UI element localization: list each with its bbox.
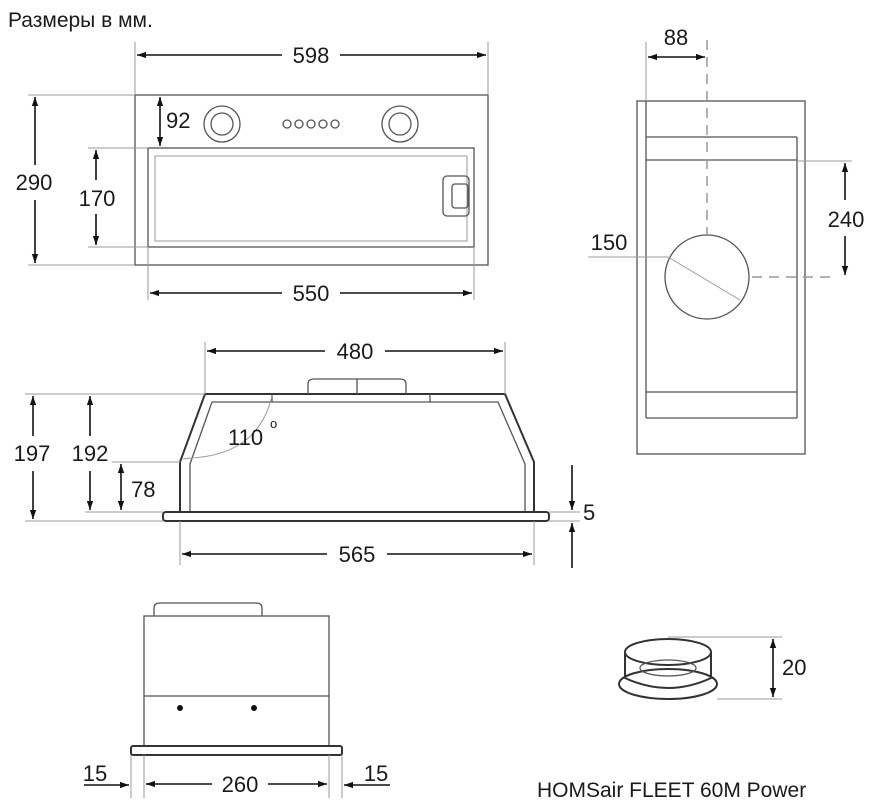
dim-height-body: 192 [72,441,109,466]
dim-panel-height: 92 [166,108,190,133]
control-buttons [282,119,340,129]
dim-filter-height: 170 [79,186,116,211]
dim-filter-width: 550 [293,281,330,306]
dim-height-total: 197 [14,441,51,466]
dim-front-width: 598 [293,43,330,68]
profile-view: 480 110 o 197 192 78 5 565 [14,339,595,568]
dim-bottom-center-width: 260 [222,772,259,797]
filter-handle [442,175,470,217]
mounting-hole-left [177,705,183,711]
front-view: 598 290 92 170 550 [16,42,489,306]
dim-duct-diameter: 150 [591,230,628,255]
dim-base-width: 565 [339,542,376,567]
dim-base-thickness: 5 [583,500,595,525]
knob-right [381,105,419,143]
knob-left [203,105,241,143]
bottom-view: 15 260 15 [83,602,390,798]
dim-duct-offset: 88 [664,25,688,50]
duct-outlet [664,234,750,320]
dim-adapter-height: 20 [782,655,806,680]
mounting-hole-right [251,705,257,711]
dim-bottom-right-margin: 15 [364,761,388,786]
duct-adapter: 20 [618,636,806,700]
dim-bottom-left-margin: 15 [83,761,107,786]
dim-top-width: 480 [337,339,374,364]
caption: Размеры в мм. [8,9,153,32]
dim-angle: 110 [228,425,263,450]
model-name: HOMSair FLEET 60M Power [537,779,806,802]
dim-front-height: 290 [16,170,53,195]
dim-duct-height: 240 [828,207,865,232]
side-view: 88 150 240 [588,25,865,455]
dim-angle-unit: o [270,416,277,431]
dim-height-lower: 78 [131,477,155,502]
